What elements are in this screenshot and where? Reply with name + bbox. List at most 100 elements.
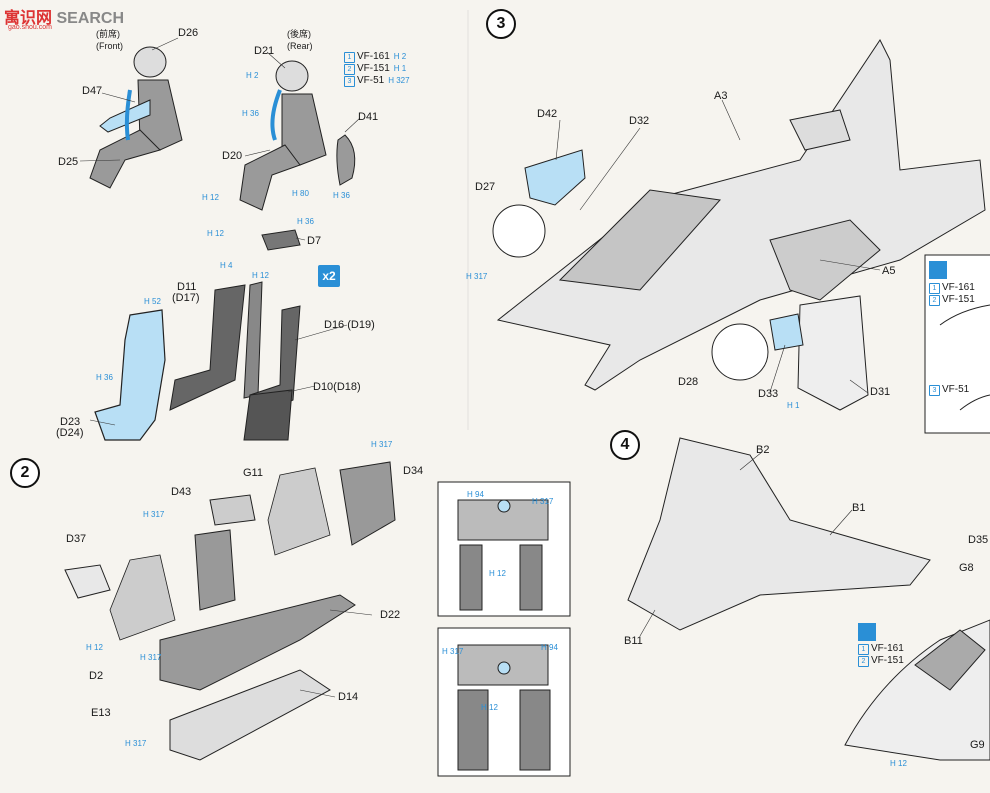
part-label-d7: D7 [307,235,322,247]
d42-canopy-part [524,149,586,206]
paint-code-h12-rear-panel: H 12 [481,703,498,712]
part-label-d10: D10(D18) [313,381,361,393]
paint-code-h36-d7: H 36 [297,217,314,226]
paint-code-h317-rear: H 317 [442,647,464,656]
paint-code-h317-step3: H 317 [466,272,488,281]
paint-code-h36-rear-1: H 36 [242,109,259,118]
part-label-b1: B1 [852,502,866,514]
front-pilot-figure [89,46,183,189]
seat-rails [169,281,301,441]
d41-arm [336,134,356,186]
part-label-g8: G8 [959,562,974,574]
leader-lines [79,37,881,698]
part-label-d25: D25 [58,156,79,168]
part-label-d14: D14 [338,691,359,703]
step-number-2: 2 [10,458,40,488]
paint-code-h12-d2: H 12 [86,643,103,652]
paint-code-h12-front: H 12 [489,569,506,578]
paint-code-h12-rail: H 12 [252,271,269,280]
watermark-url: gao.shou.com [8,24,52,31]
paint-code-h317-tub: H 317 [143,510,165,519]
part-label-d26: D26 [178,27,199,39]
step2-pilots [109,467,331,641]
d28-detail-circle [711,323,769,381]
part-label-d34: D34 [403,465,424,477]
step-number-3: 3 [486,9,516,39]
part-label-d31: D31 [870,386,891,398]
paint-code-h94-rear: H 94 [541,643,558,652]
part-label-d27: D27 [475,181,496,193]
paint-code-h317-front: H 317 [532,497,554,506]
paint-code-h317-e13: H 317 [125,739,147,748]
front-seat-en: (Front) [96,41,123,51]
paint-code-h80: H 80 [292,189,309,198]
paint-code-h12-d7: H 12 [207,229,224,238]
paint-code-h1: H 1 [787,401,800,410]
intake-variant-panel [924,254,990,434]
part-label-d37: D37 [66,533,87,545]
part-label-d35: D35 [968,534,989,546]
part-label-e13: E13 [91,707,111,719]
step2-cockpit-tub [159,461,396,761]
front-seat-jp: (前席) [96,29,120,39]
part-label-g11: G11 [243,467,263,479]
paint-code-h52: H 52 [144,297,161,306]
part-label-d16: D16 (D19) [324,319,375,331]
part-label-d23: D23 [60,416,81,428]
paint-code-h94-front: H 94 [467,490,484,499]
instrument-panel-front [437,481,571,617]
part-label-d20: D20 [222,150,243,162]
part-label-d24: (D24) [56,427,84,439]
d37-panel [64,564,111,599]
step3-fuselage [496,39,986,391]
step4-variant-icon [858,623,876,641]
ejection-seat-d23 [94,309,166,441]
part-label-b2: B2 [756,444,770,456]
d31-intake [797,295,869,411]
rear-seat-jp: (後席) [287,29,311,39]
part-label-d21: D21 [254,45,275,57]
d27-detail-circle [492,204,546,258]
part-label-d2: D2 [89,670,104,682]
paint-code-h12-rear: H 12 [202,193,219,202]
part-label-d41: D41 [358,111,379,123]
part-label-d17: (D17) [172,292,200,304]
paint-code-h4: H 4 [220,261,233,270]
part-label-d32: D32 [629,115,650,127]
part-label-b11: B11 [624,635,643,647]
part-label-d28: D28 [678,376,699,388]
part-label-d47: D47 [82,85,103,97]
rear-seat-en: (Rear) [287,41,313,51]
step4-nose [844,619,990,761]
quantity-multiplier-badge: x2 [318,265,340,287]
watermark-logo: 寓识网 SEARCH [4,10,125,27]
part-label-a3: A3 [714,90,728,102]
paint-code-h36-seat: H 36 [96,373,113,382]
part-label-d11: D11 [177,281,197,293]
rear-pilot-figure [239,60,327,211]
paint-code-h12-step4: H 12 [890,759,907,768]
part-label-a5: A5 [882,265,896,277]
paint-code-h317-d2: H 317 [140,653,162,662]
d33-panel [769,313,804,351]
part-label-d43: D43 [171,486,192,498]
d7-seat-top [261,229,301,251]
part-label-g9: G9 [970,739,985,751]
instrument-panel-rear [437,627,571,777]
part-label-d22: D22 [380,609,401,621]
part-label-d33: D33 [758,388,779,400]
paint-code-h36-arm: H 36 [333,191,350,200]
step4-wing [627,437,931,631]
step-number-4: 4 [610,430,640,460]
paint-code-h2: H 2 [246,71,259,80]
paint-code-h317-d34: H 317 [371,440,393,449]
